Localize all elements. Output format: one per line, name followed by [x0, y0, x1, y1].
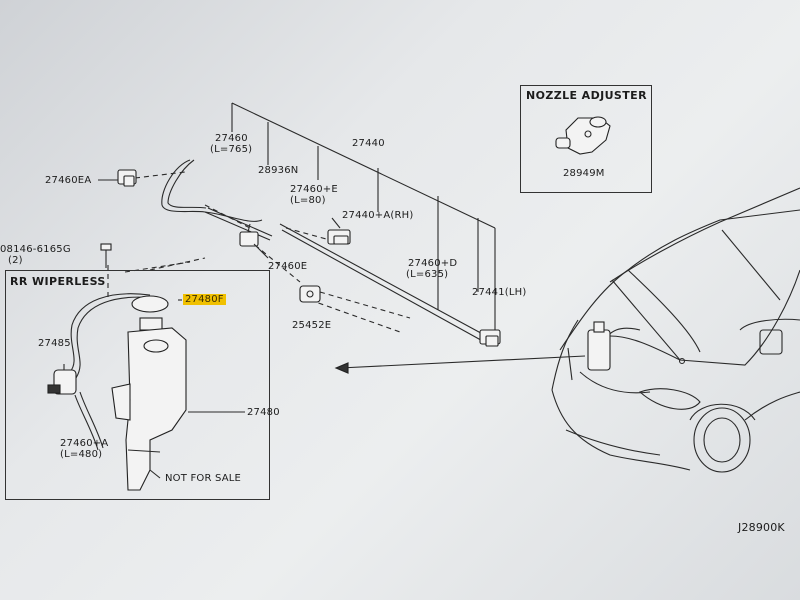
- rr-wiperless-frame: [5, 270, 270, 500]
- connector-27460e: [239, 223, 259, 247]
- connector-27460ea: [117, 169, 137, 187]
- vehicle-tank-location: [587, 321, 686, 371]
- label-28936n: 28936N: [258, 165, 299, 176]
- nozzle-27440a-rh: [327, 229, 351, 245]
- bracket-frame: [231, 102, 496, 330]
- rr-wiperless-title: RR WIPERLESS: [10, 275, 106, 288]
- washer-pump-27485: [47, 364, 77, 395]
- label-27480f-highlighted: 27480F: [183, 294, 226, 305]
- nozzle-adjuster-title: NOZZLE ADJUSTER: [526, 89, 647, 102]
- nozzle-adjuster-frame: [520, 85, 652, 193]
- label-27460a: 27460+A: [60, 438, 109, 449]
- diagram-code: J28900K: [738, 521, 785, 534]
- label-27460-length: (L=765): [210, 144, 253, 155]
- label-27460d-length: (L=635): [406, 269, 449, 280]
- leader-lines: [98, 179, 341, 479]
- washer-hoses: [69, 159, 491, 451]
- label-08146: 08146-6165G: [0, 244, 71, 255]
- label-27460e-plus: 27460+E: [290, 184, 338, 195]
- bolt-08146: [100, 243, 112, 268]
- location-arrow: [334, 355, 586, 374]
- label-27440: 27440: [352, 138, 385, 149]
- clip-25452e: [299, 285, 321, 303]
- label-27460: 27460: [215, 133, 248, 144]
- label-25452e: 25452E: [292, 320, 332, 331]
- label-28949m: 28949M: [563, 168, 605, 179]
- washer-tank-27480: [111, 295, 187, 491]
- highlight-marker: 27480F: [183, 294, 226, 305]
- nozzle-27441-lh: [479, 329, 501, 347]
- label-27460e-length: (L=80): [290, 195, 326, 206]
- label-27460ea: 27460EA: [45, 175, 92, 186]
- label-27460e: 27460E: [268, 261, 308, 272]
- label-27440a-rh: 27440+A(RH): [342, 210, 414, 221]
- label-27480: 27480: [247, 407, 280, 418]
- label-08146-qty: (2): [8, 255, 23, 266]
- label-27441-lh: 27441(LH): [472, 287, 527, 298]
- vehicle-outline: [551, 187, 800, 473]
- nozzle-adjuster-tool: [555, 116, 611, 155]
- label-not-for-sale: NOT FOR SALE: [165, 473, 242, 484]
- label-27485: 27485: [38, 338, 71, 349]
- label-27460a-length: (L=480): [60, 449, 103, 460]
- label-27460d: 27460+D: [408, 258, 458, 269]
